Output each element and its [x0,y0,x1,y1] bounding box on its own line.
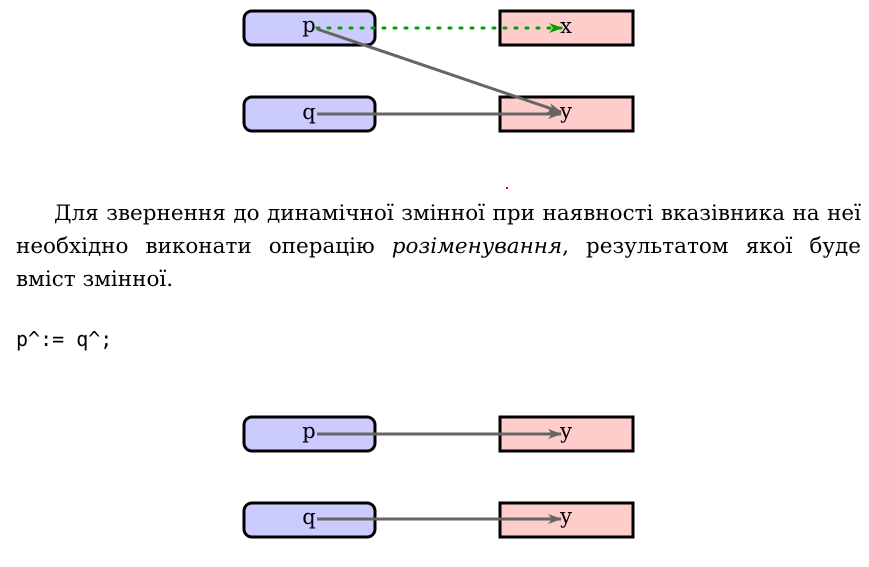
target-box-y-second [498,501,635,539]
target-label-y: y [559,99,572,123]
code-statement: p^:= q^; [16,327,113,351]
pointer-label-q: q [302,100,315,124]
arrow-p-to-y [316,27,562,114]
body-paragraph: Для звернення до динамічної змінної при … [16,197,861,296]
paragraph-text-end: , результатом якої буде вміст змінної. [16,234,861,292]
paragraph-emphasis: розіменування [391,234,563,259]
target-label-y-second: y [559,504,572,528]
pointer-label-q: q [302,505,315,529]
red-marker-dot [506,187,508,189]
pointer-label-p: p [302,13,315,37]
paragraph-text-start: Для звернення до динамічної змінної при … [16,201,861,259]
pointer-label-p: p [302,419,315,443]
diagram-after-assignment: p q y y [242,415,635,539]
diagram-before-assignment: p q x y [242,9,635,133]
target-box-x [498,9,635,47]
target-label-y-first: y [559,419,572,443]
target-label-x: x [560,14,572,38]
